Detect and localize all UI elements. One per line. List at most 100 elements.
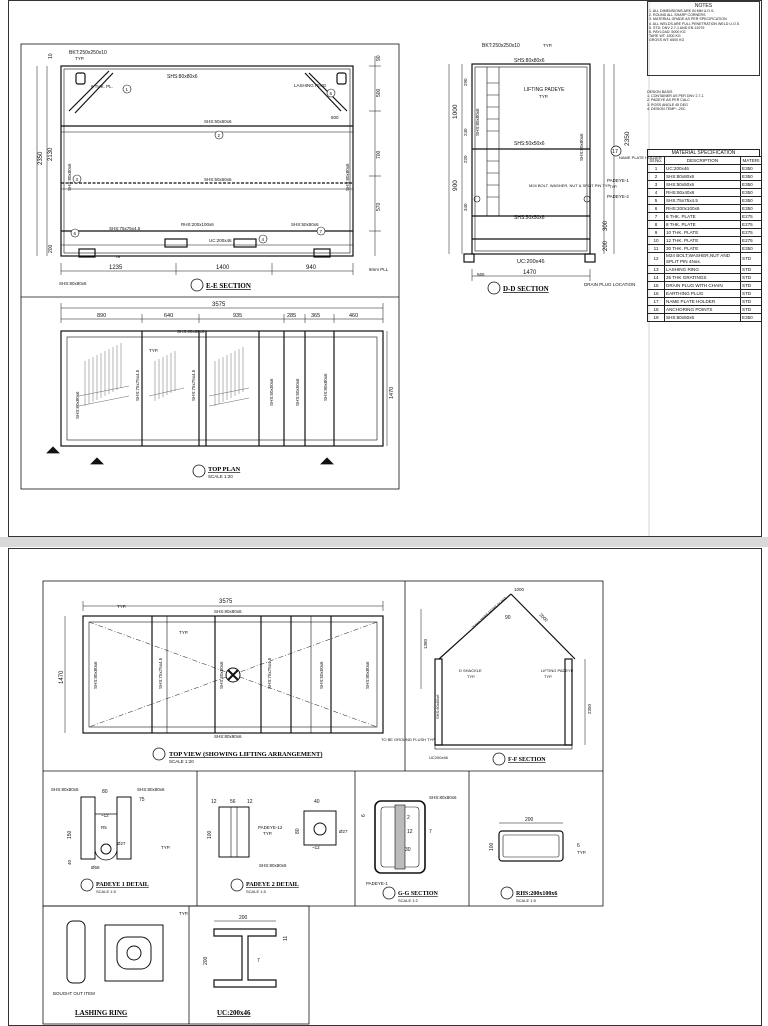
svg-text:SCALE 1:2: SCALE 1:2 — [398, 898, 419, 903]
gg-shs: SHS:80x80x6 — [429, 795, 457, 800]
material-cell: 11 — [647, 244, 665, 254]
pe2-thk: ~12 — [312, 845, 320, 850]
dd-h200: 200 — [603, 240, 609, 251]
material-cell: RHS:200x100x6 — [664, 204, 741, 214]
dd-padeye1: PADEYE-1 — [607, 178, 629, 183]
plan-top-label: SHS:80x80x6 — [177, 329, 205, 334]
mid-member-label: SHS:50x50x6 — [204, 119, 232, 124]
plan-typ: TYP. — [149, 348, 158, 353]
dd-h900: 900 — [452, 180, 459, 191]
height-200: 200 — [48, 244, 54, 253]
material-cell: E275 — [740, 236, 762, 246]
material-cell: SHS:50x50x6 — [664, 180, 741, 190]
uc-tf: 11 — [283, 936, 289, 941]
ff-lifting: LIFTING PADEYE — [541, 668, 574, 673]
tv-member-4: SHS:75x75x4.5 — [267, 657, 272, 689]
dd-small-340: 340 — [463, 203, 468, 211]
plan-dim-285: 285 — [287, 313, 296, 319]
dim-700: 700 — [376, 150, 382, 159]
material-cell: E350 — [740, 313, 762, 323]
dd-bkt: BKT:250x250x10 — [482, 43, 520, 49]
material-cell: E275 — [740, 220, 762, 230]
plan-dim-935: 935 — [233, 313, 242, 319]
plan-dim-890: 890 — [97, 313, 106, 319]
pe2-d56: 56 — [230, 799, 236, 805]
svg-text:PADEYE 2 DETAIL: PADEYE 2 DETAIL — [246, 882, 299, 888]
tv-bottom: SHS:80x80x6 — [214, 734, 242, 739]
material-cell: STD — [740, 305, 762, 315]
svg-text:TOP VIEW (SHOWING LIFTING ARRA: TOP VIEW (SHOWING LIFTING ARRANGEMENT) — [169, 751, 323, 758]
svg-text:G-G SECTION: G-G SECTION — [398, 891, 439, 897]
ff-angle: 90 — [505, 615, 511, 621]
tv-typ: TYP. — [117, 604, 126, 609]
svg-text:6: 6 — [74, 231, 77, 236]
pe2-typ: TYP. — [263, 831, 272, 836]
ff-post: SHS:80x80x6 — [435, 694, 440, 719]
dd-top: SHS:80x80x6 — [514, 58, 545, 64]
material-cell: 15 — [647, 281, 665, 291]
top-plan: 3575 890 640 935 285 365 460 1470 SHS:80… — [46, 302, 395, 479]
dd-small-220: 220 — [463, 155, 468, 163]
tv-member-5: SHS:50x50x6 — [319, 661, 324, 689]
ff-d3: 1380 — [423, 638, 428, 649]
svg-text:SCALE 1:5: SCALE 1:5 — [96, 889, 117, 894]
gg-d12: 12 — [407, 829, 413, 835]
sheet-1: 2350 2130 10 200 1235 1400 940 90 500 70… — [8, 0, 762, 537]
svg-text:7: 7 — [320, 229, 323, 234]
material-cell: M24 BOLT,WASHER,NUT AND SPLIT PIN 4Nos. — [664, 252, 741, 267]
material-cell: 10 — [647, 236, 665, 246]
material-cell: E350 — [740, 196, 762, 206]
dd-small-290: 290 — [463, 78, 468, 86]
material-cell: E350 — [740, 204, 762, 214]
pe1-r5: R5 — [101, 825, 107, 830]
svg-text:TOP PLAN: TOP PLAN — [208, 466, 241, 473]
padeye-1-detail: SHS:80x80x6 SHS:80x80x6 80 75 150 R5 ~12… — [51, 787, 170, 894]
material-cell: E275 — [740, 228, 762, 238]
svg-text:SCALE 1:5: SCALE 1:5 — [516, 898, 537, 903]
top-plan-title: TOP PLAN SCALE 1:20 — [192, 464, 241, 479]
pe1-d75: 75 — [139, 797, 145, 803]
material-cell: 14 — [647, 273, 665, 283]
height-2130: 2130 — [48, 147, 54, 161]
plan-shs50a: SHS:50x50x6 — [269, 378, 274, 406]
tv-member-2: SHS:75x75x4.5 — [158, 657, 163, 689]
dd-565: 565 — [477, 272, 485, 277]
sheet-2: 3575 1470 SHS:80x80x6 SHS:80x80x6 TYP. T… — [8, 548, 762, 1026]
gg-d7: 7 — [429, 829, 432, 835]
dim-90: 90 — [376, 55, 382, 61]
material-cell: STD — [740, 265, 762, 275]
plan-shs50b: SHS:50x50x6 — [295, 378, 300, 406]
tv-member-6: SHS:80x80x6 — [365, 661, 370, 689]
dd-padeye2: PADEYE-2 — [607, 194, 629, 199]
material-cell: 30 THK. PLATE — [664, 244, 741, 254]
material-cell: 8 — [647, 220, 665, 230]
plan-shs80: SHS:80x80x6 — [323, 373, 328, 401]
pe2-d80: 80 — [295, 828, 301, 834]
tb-label: TB — [115, 254, 120, 259]
material-cell: 9 — [647, 228, 665, 238]
material-cell: 19 — [647, 313, 665, 323]
sheet-1-drawing: 2350 2130 10 200 1235 1400 940 90 500 70… — [20, 1, 662, 536]
uc-tw: 7 — [257, 958, 260, 964]
svg-text:SCALE 1:20: SCALE 1:20 — [169, 759, 194, 764]
ff-sling: 20mm WIRE ROPE SLING — [471, 596, 508, 630]
pe1-thk: ~12 — [101, 813, 109, 818]
section-ff: 90 1000 2000 1380 2350 D SHACKLE TYP. LI… — [420, 587, 592, 766]
plan-dim-460: 460 — [349, 313, 358, 319]
left-post-label: SHS:80x80x6 — [67, 163, 72, 191]
pe2-phi: Ø27 — [339, 829, 348, 834]
svg-text:E-E SECTION: E-E SECTION — [206, 282, 251, 290]
dim-1235: 1235 — [109, 265, 123, 271]
material-cell: SHS:50x50x6 — [664, 313, 741, 323]
tv-top: SHS:80x80x6 — [214, 609, 242, 614]
lashing-typ: TYP. — [179, 911, 188, 916]
material-cell: E275 — [740, 212, 762, 222]
pe1-shs-b: SHS:80x80x6 — [137, 787, 165, 792]
